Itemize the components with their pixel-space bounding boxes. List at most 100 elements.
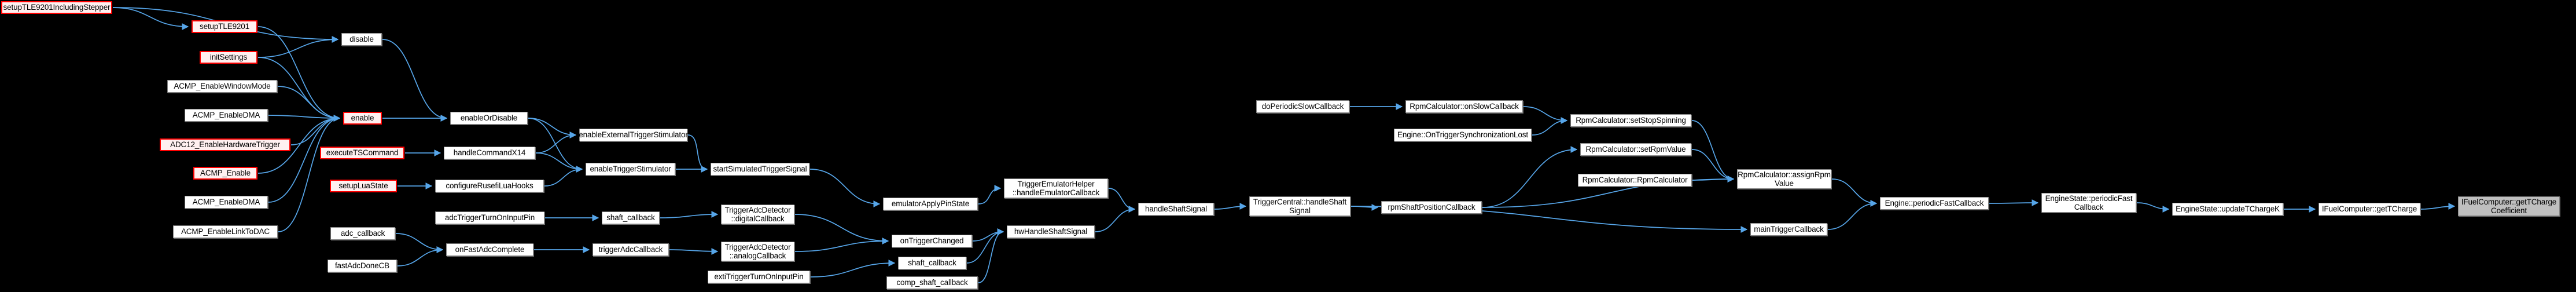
graph-node[interactable]: enableExternalTriggerStimulator bbox=[579, 129, 688, 141]
graph-edge bbox=[268, 115, 341, 203]
graph-node[interactable]: ACMP_EnableDMA bbox=[185, 109, 268, 122]
graph-edge bbox=[1350, 204, 1379, 211]
graph-node[interactable]: fastAdcDoneCB bbox=[327, 260, 397, 272]
graph-node[interactable]: configureRusefiLuaHooks bbox=[435, 180, 544, 192]
graph-node[interactable]: EngineState::periodicFast Callback bbox=[2041, 193, 2136, 213]
graph-node-label: disable bbox=[349, 35, 374, 44]
graph-node[interactable]: Engine::OnTriggerSynchronizationLost bbox=[1394, 129, 1532, 141]
graph-edge bbox=[544, 166, 583, 187]
graph-node[interactable]: TriggerAdcDetector ::analogCallback bbox=[721, 242, 794, 261]
graph-node-label: rpmShaftPositionCallback bbox=[1388, 203, 1475, 212]
graph-node[interactable]: handleShaftSignal bbox=[1138, 203, 1214, 216]
graph-node-label: RpmCalculator::assignRpm Value bbox=[1738, 170, 1831, 188]
graph-edge bbox=[1108, 188, 1136, 213]
graph-node-label: ACMP_EnableDMA bbox=[192, 111, 260, 120]
graph-node[interactable]: RpmCalculator::setStopSpinning bbox=[1570, 114, 1691, 127]
graph-node[interactable]: ACMP_EnableLinkToDAC bbox=[173, 225, 278, 238]
graph-node-label: hwHandleShaftSignal bbox=[1014, 227, 1088, 236]
graph-node[interactable]: rpmShaftPositionCallback bbox=[1381, 201, 1482, 214]
graph-node[interactable]: doPeriodicSlowCallback bbox=[1256, 100, 1349, 113]
graph-node[interactable]: setupLuaState bbox=[330, 180, 397, 192]
graph-node[interactable]: enableOrDisable bbox=[450, 112, 528, 125]
graph-edge bbox=[1214, 203, 1247, 210]
graph-node[interactable]: startSimulatedTriggerSignal bbox=[711, 163, 809, 176]
graph-node[interactable]: ACMP_EnableWindowMode bbox=[167, 80, 277, 93]
graph-edge bbox=[1095, 206, 1136, 232]
graph-edge bbox=[257, 26, 341, 122]
graph-node[interactable]: ACMP_EnableDMA bbox=[185, 196, 268, 209]
graph-edge bbox=[1523, 106, 1568, 124]
graph-edge bbox=[1532, 117, 1568, 136]
graph-node[interactable]: IFuelComputer::getTCharge bbox=[2319, 203, 2420, 216]
graph-node-label: setupLuaState bbox=[338, 181, 388, 191]
graph-node-label: ACMP_EnableDMA bbox=[192, 198, 260, 207]
graph-node[interactable]: mainTriggerCallback bbox=[1750, 223, 1827, 236]
graph-node-label: TriggerAdcDetector ::analogCallback bbox=[724, 242, 791, 260]
graph-node-label: ACMP_EnableWindowMode bbox=[174, 82, 271, 91]
graph-edge bbox=[112, 7, 189, 30]
graph-edge bbox=[1691, 120, 1735, 183]
graph-node[interactable]: Engine::periodicFastCallback bbox=[1880, 197, 1989, 210]
graph-edge bbox=[528, 118, 583, 173]
graph-node-label: RpmCalculator::setStopSpinning bbox=[1576, 116, 1686, 125]
graph-node[interactable]: ACMP_Enable bbox=[193, 167, 257, 180]
graph-node[interactable]: shaft_callback bbox=[602, 211, 660, 224]
graph-node[interactable]: RpmCalculator::setRpmValue bbox=[1580, 143, 1691, 156]
graph-edge bbox=[809, 169, 881, 207]
graph-node[interactable]: TriggerCentral::handleShaft Signal bbox=[1249, 196, 1350, 216]
graph-node[interactable]: disable bbox=[341, 33, 382, 46]
graph-node-label: EngineState::periodicFast Callback bbox=[2045, 194, 2133, 211]
graph-node[interactable]: handleCommandX14 bbox=[444, 147, 535, 159]
graph-node[interactable]: adcTriggerTurnOnInputPin bbox=[435, 211, 544, 224]
graph-edge bbox=[535, 132, 577, 154]
graph-node[interactable]: RpmCalculator::RpmCalculator bbox=[1578, 174, 1692, 187]
graph-node[interactable]: comp_shaft_callback bbox=[886, 276, 978, 289]
graph-node[interactable]: setupTLE9201 bbox=[192, 20, 257, 33]
graph-node-label: startSimulatedTriggerSignal bbox=[713, 165, 807, 174]
graph-edge bbox=[669, 248, 719, 255]
graph-node-label: ACMP_EnableLinkToDAC bbox=[181, 227, 270, 236]
graph-node-label: shaft_callback bbox=[606, 213, 655, 222]
graph-edge bbox=[794, 214, 889, 244]
graph-node-label: configureRusefiLuaHooks bbox=[446, 181, 533, 191]
graph-edge bbox=[395, 233, 444, 253]
graph-node-label: handleShaftSignal bbox=[1145, 205, 1208, 214]
graph-node[interactable]: onTriggerChanged bbox=[892, 235, 972, 247]
graph-node[interactable]: hwHandleShaftSignal bbox=[1007, 225, 1095, 238]
graph-edge bbox=[257, 36, 339, 58]
graph-edge bbox=[1691, 149, 1735, 183]
graph-edge bbox=[528, 118, 577, 138]
graph-node[interactable]: shaft_callback bbox=[898, 257, 966, 269]
graph-node[interactable]: onFastAdcComplete bbox=[446, 243, 533, 256]
graph-node[interactable]: setupTLE9201IncludingStepper bbox=[1, 1, 112, 14]
graph-node[interactable]: RpmCalculator::assignRpm Value bbox=[1737, 169, 1831, 189]
graph-node[interactable]: emulatorApplyPinState bbox=[883, 198, 978, 210]
graph-node-label: RpmCalculator::setRpmValue bbox=[1585, 145, 1686, 154]
graph-node-label: shaft_callback bbox=[908, 258, 956, 268]
graph-node[interactable]: extiTriggerTurnOnInputPin bbox=[708, 271, 810, 283]
graph-edge bbox=[268, 115, 341, 122]
graph-node[interactable]: triggerAdcCallback bbox=[593, 243, 669, 256]
graph-node-label: handleCommandX14 bbox=[453, 148, 526, 158]
graph-node[interactable]: IFuelComputer::getTCharge Coefficient bbox=[2458, 196, 2560, 216]
graph-node[interactable]: ADC12_EnableHardwareTrigger bbox=[160, 138, 290, 151]
graph-node-label: setupTLE9201IncludingStepper bbox=[3, 3, 111, 12]
graph-edge bbox=[2420, 203, 2456, 210]
graph-node[interactable]: TriggerAdcDetector ::digitalCallback bbox=[721, 205, 794, 224]
graph-edge bbox=[1482, 146, 1578, 208]
graph-edge bbox=[972, 228, 1004, 242]
graph-edge bbox=[978, 228, 1004, 283]
graph-node[interactable]: adc_callback bbox=[330, 227, 395, 240]
graph-edge bbox=[290, 115, 341, 145]
graph-node-label: enableOrDisable bbox=[460, 114, 518, 123]
graph-node[interactable]: TriggerEmulatorHelper ::handleEmulatorCa… bbox=[1004, 178, 1108, 198]
graph-node[interactable]: initSettings bbox=[200, 51, 257, 64]
graph-node[interactable]: executeTSCommand bbox=[320, 147, 404, 159]
graph-node[interactable]: RpmCalculator::onSlowCallback bbox=[1405, 100, 1523, 113]
graph-node[interactable]: EngineState::updateTChargeK bbox=[2172, 203, 2283, 216]
graph-edge bbox=[535, 152, 583, 173]
graph-node-label: TriggerAdcDetector ::digitalCallback bbox=[724, 205, 791, 223]
graph-node[interactable]: enableTriggerStimulator bbox=[586, 163, 675, 176]
graph-node[interactable]: enable bbox=[343, 112, 382, 125]
